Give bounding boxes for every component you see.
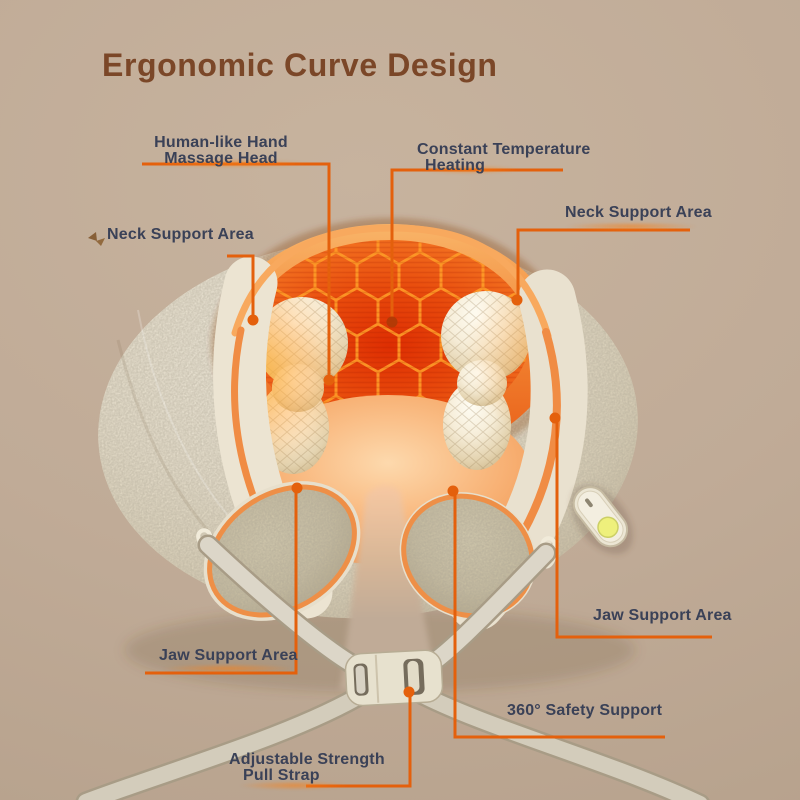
callout-dot-jaw-right <box>549 412 561 424</box>
strap-buckle <box>344 649 444 707</box>
callout-dot-neck-left <box>247 314 259 326</box>
callout-line-safety <box>453 494 665 739</box>
power-led-icon <box>597 516 619 538</box>
label-neck-support-left: Neck Support Area <box>107 226 254 243</box>
callout-dot-jaw-left <box>291 482 303 494</box>
page-title: Ergonomic Curve Design <box>102 47 498 83</box>
label-underline-glow <box>566 222 696 231</box>
butterfly-decor-icon <box>88 232 105 246</box>
label-safety-support: 360° Safety Support <box>507 702 663 719</box>
callout-dot-massage-head <box>323 374 335 386</box>
label-pull-strap: Adjustable Strength Pull Strap <box>229 751 385 784</box>
neck-massager <box>75 218 710 800</box>
callout-dot-neck-right <box>511 294 523 306</box>
label-jaw-support-right: Jaw Support Area <box>593 607 732 624</box>
strap-lower-left <box>78 684 374 800</box>
callout-line-neck-left <box>227 254 255 317</box>
label-neck-support-right: Neck Support Area <box>565 204 712 221</box>
callout-dot-heating <box>386 316 398 328</box>
callout-dot-pull-strap <box>403 686 415 698</box>
label-massage-head: Human-like Hand Massage Head <box>154 134 288 167</box>
label-underline-glow <box>420 165 520 174</box>
label-underline-glow <box>150 159 310 168</box>
label-heating: Constant Temperature Heating <box>417 141 591 174</box>
power-button <box>570 484 633 555</box>
label-jaw-support-left: Jaw Support Area <box>159 647 298 664</box>
button-slot-icon <box>585 498 593 508</box>
callout-line-jaw-left <box>145 491 298 675</box>
callout-dot-safety <box>447 485 459 497</box>
label-underline-glow <box>163 664 293 673</box>
strap-lower-right <box>409 684 707 800</box>
label-underline-glow <box>240 781 350 790</box>
callout-line-jaw-right <box>555 421 712 639</box>
callout-dots <box>247 294 561 698</box>
front-opening <box>340 485 438 690</box>
